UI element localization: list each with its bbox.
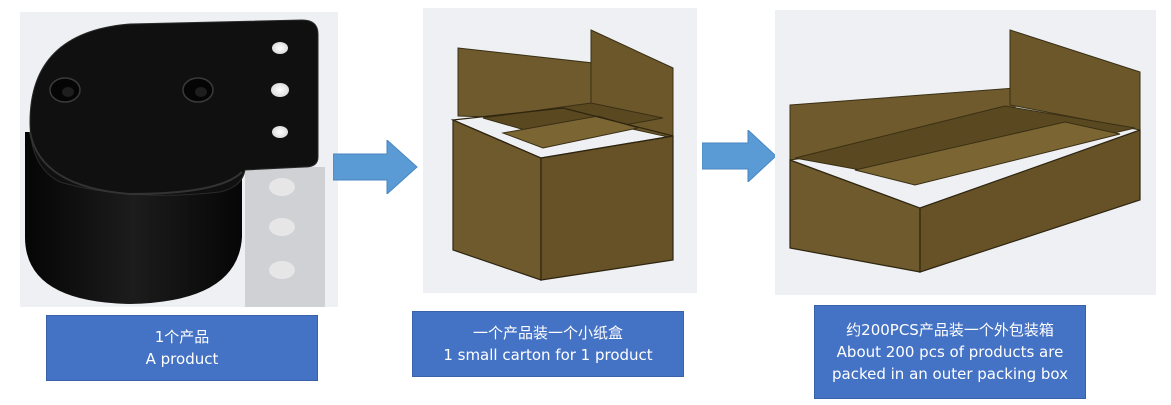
caption-product-en: A product <box>145 350 219 368</box>
caption-product: 1个产品 A product <box>46 315 318 381</box>
caption-small-carton-en: 1 small carton for 1 product <box>443 346 653 364</box>
caption-outer-box-en-2: packed in an outer packing box <box>832 365 1068 383</box>
caption-small-carton-cn: 一个产品装一个小纸盒 <box>472 324 623 342</box>
caption-outer-box-en-1: About 200 pcs of products are <box>836 343 1064 361</box>
caption-small-carton: 一个产品装一个小纸盒 1 small carton for 1 product <box>412 311 684 377</box>
caption-product-cn: 1个产品 <box>154 328 210 346</box>
open-carton-icon <box>450 29 674 281</box>
open-outer-box-icon <box>789 29 1141 273</box>
caption-outer-box: 约200PCS产品装一个外包装箱 About 200 pcs of produc… <box>814 305 1086 399</box>
right-arrow-icon <box>702 130 778 182</box>
right-arrow-icon <box>333 140 419 194</box>
small-carton-image <box>423 8 697 293</box>
outer-box-image <box>775 10 1156 295</box>
caption-outer-box-cn: 约200PCS产品装一个外包装箱 <box>846 321 1054 339</box>
product-image <box>20 12 338 307</box>
product-icon <box>25 19 325 307</box>
